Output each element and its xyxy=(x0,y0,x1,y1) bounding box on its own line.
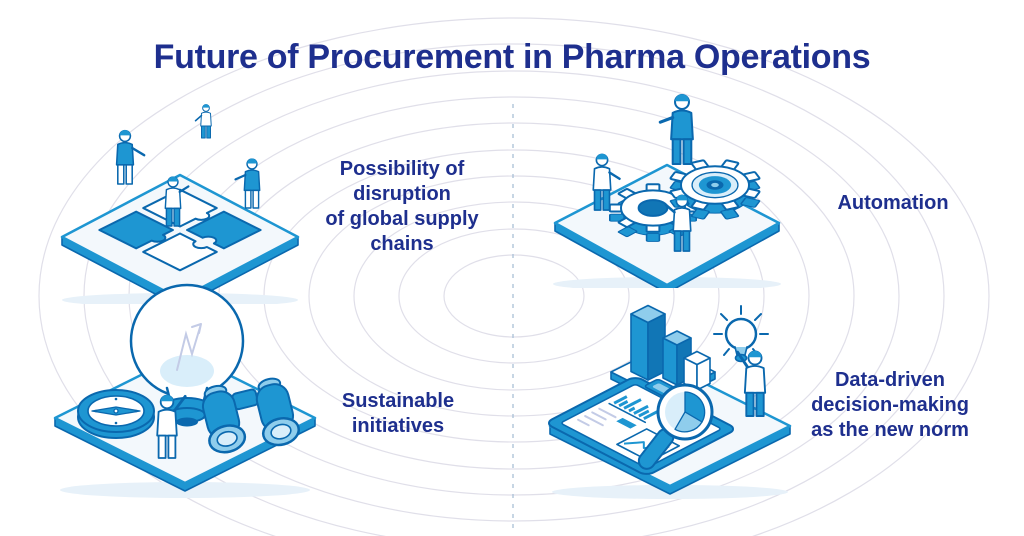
person-figure xyxy=(664,194,692,252)
report-chart-magnifier-icon xyxy=(545,304,792,499)
label-sustainable-initiatives: Sustainable initiatives xyxy=(341,390,455,437)
label-data-driven-decisions: Data-driven decision-making as the new n… xyxy=(811,369,969,441)
puzzle-pieces-icon xyxy=(99,190,260,271)
person-figure xyxy=(592,153,621,211)
person-figure xyxy=(115,129,146,185)
person-figure xyxy=(156,394,187,459)
gear-icon xyxy=(669,160,761,220)
person-figure xyxy=(194,104,212,139)
bar-tall xyxy=(630,304,666,381)
machine-gears-icon xyxy=(553,94,781,288)
lightbulb-compass-binoculars-icon xyxy=(53,283,317,498)
teamwork-puzzle-pieces-icon xyxy=(60,104,300,304)
label-supply-chain-disruption: Possibility of disruption of global supp… xyxy=(325,158,479,255)
bar-cube-white xyxy=(683,350,711,391)
compass-icon xyxy=(77,389,155,439)
binoculars-icon xyxy=(201,377,300,454)
person-figure xyxy=(234,158,261,209)
label-automation: Automation xyxy=(837,192,949,214)
person-figure xyxy=(164,176,190,227)
page-title: Future of Procurement in Pharma Operatio… xyxy=(153,38,871,76)
person-figure xyxy=(736,350,767,417)
person-figure xyxy=(658,94,694,166)
magnifier-pie-chart-icon xyxy=(637,383,714,470)
